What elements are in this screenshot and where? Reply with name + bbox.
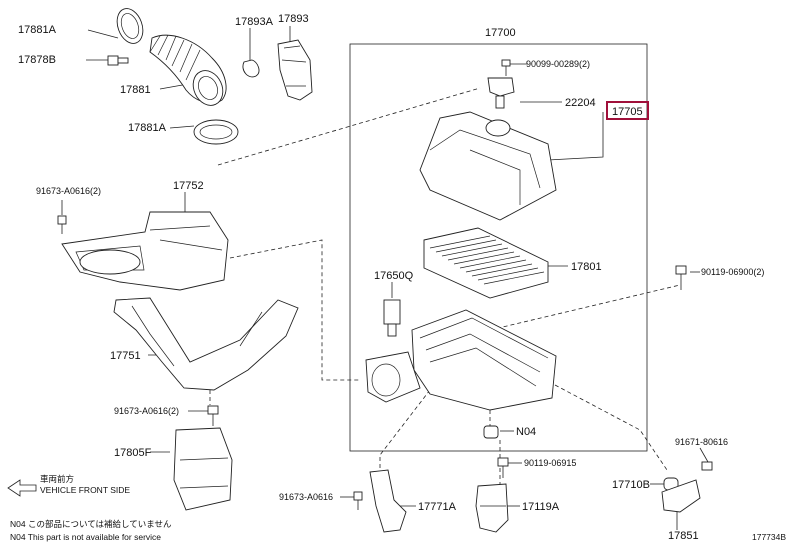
grommet-n04-drawing [483,425,499,439]
resonator-17805f-drawing [173,427,233,511]
label-17801[interactable]: 17801 [571,261,602,273]
bracket-17119a-drawing [475,483,509,533]
label-17650q[interactable]: 17650Q [374,270,414,282]
inlet-17752-drawing [61,211,229,291]
bolt-17878b-drawing [107,55,129,66]
hose-17881-drawing [149,34,227,106]
bolt-90099-drawing [501,59,511,76]
label-90119-a[interactable]: 90119-06900(2) [701,267,764,277]
clamp-17881a-bottom-drawing [193,119,239,145]
sensor-17650q-drawing [383,299,401,337]
label-17881[interactable]: 17881 [120,84,151,96]
bolt-91673-top-drawing [57,215,67,234]
assembly-frame [349,43,648,452]
front-label-jp: 車両前方 [40,474,74,484]
label-22204[interactable]: 22204 [565,97,596,109]
bolt-91673-mid-drawing [207,405,219,426]
highlight-box-17705 [606,101,649,120]
label-17710b[interactable]: 17710B [612,479,650,491]
label-17878b[interactable]: 17878B [18,54,56,66]
case-cover-17705-drawing [419,111,557,221]
bracket-17771a-drawing [369,469,407,533]
label-17119a[interactable]: 17119A [522,501,560,513]
label-17881a-top[interactable]: 17881A [18,24,57,36]
case-lower-drawing [365,309,557,411]
label-90119-b[interactable]: 90119-06915 [524,458,576,468]
label-17805f[interactable]: 17805F [114,447,152,459]
duct-17751-drawing [113,297,299,391]
label-91673-mid[interactable]: 91673-A0616(2) [114,406,179,416]
resonator-17893-drawing [277,39,313,101]
bolt-90119-right-drawing [675,265,687,290]
label-17700[interactable]: 17700 [485,27,516,39]
bracket-17851-drawing [661,479,701,513]
clamp-17881a-top-drawing [116,8,144,44]
label-17893[interactable]: 17893 [278,13,309,25]
label-17752[interactable]: 17752 [173,180,204,192]
front-arrow-icon [7,479,37,497]
label-n04[interactable]: N04 [516,426,536,438]
label-17881a-bottom[interactable]: 17881A [128,122,167,134]
label-17751[interactable]: 17751 [110,350,141,362]
label-17893a[interactable]: 17893A [235,16,274,28]
label-17705[interactable]: 17705 [612,106,643,118]
filter-element-17801-drawing [423,227,549,299]
bolt-90119-lower-drawing [497,457,509,478]
label-90099[interactable]: 90099-00289(2) [526,59,590,69]
note-en: N04 This part is not available for servi… [10,532,161,542]
label-91673-top[interactable]: 91673-A0616(2) [36,186,101,196]
front-label-en: VEHICLE FRONT SIDE [40,485,130,495]
figure-id: 177734B [752,532,786,542]
label-91673-bottom[interactable]: 91673-A0616 [279,492,333,502]
sensor-22204-drawing [487,77,515,109]
label-91671[interactable]: 91671-80616 [675,437,728,447]
clip-17893a-drawing [242,59,260,78]
label-17771a[interactable]: 17771A [418,501,457,513]
bolt-91673-bottom-drawing [353,491,363,510]
bolt-91671-drawing [701,461,713,471]
label-17851[interactable]: 17851 [668,530,699,542]
note-jp: N04 この部品については補給していません [10,519,172,529]
